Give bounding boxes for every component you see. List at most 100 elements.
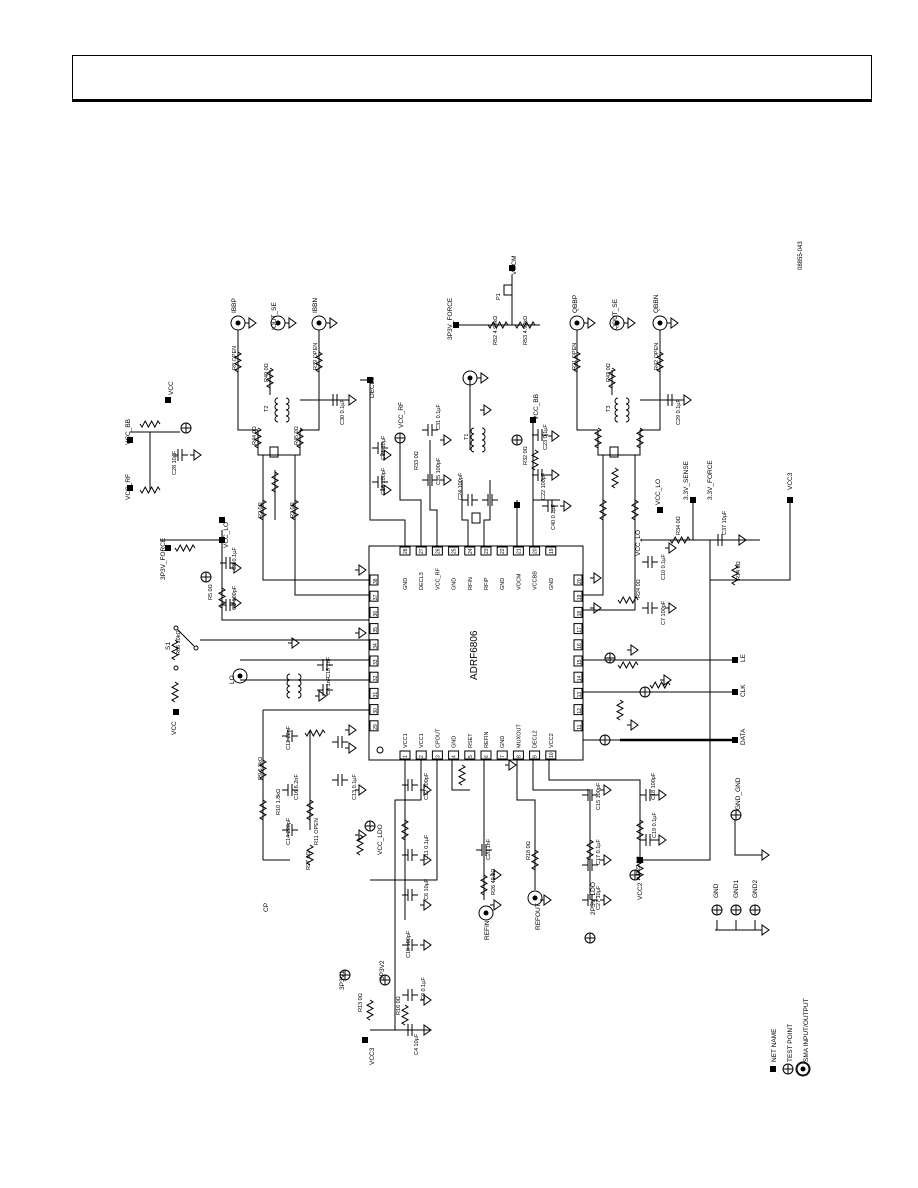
label-c15: C15 100pF [596,782,602,810]
ground-symbol [477,372,489,384]
pin-box [545,750,557,760]
pin-number: 35 [373,627,379,633]
jumper-icon[interactable] [503,284,513,296]
pin-box [464,546,476,556]
net-ibbp: IBBP [231,298,238,313]
label-c31: C31 0.1µF [436,404,442,430]
switch-s1-icon[interactable] [173,625,199,671]
test-point-icon[interactable] [511,434,523,446]
jumper-icon[interactable] [471,512,481,524]
test-point-icon[interactable] [364,820,376,832]
ground-symbol [490,899,502,911]
label-r26: R26 49.9Ω [491,869,497,895]
net-name-marker [453,322,459,328]
sma-connector-icon[interactable] [311,315,327,331]
resistor-symbol [457,764,467,786]
test-point-icon[interactable] [394,432,406,444]
test-point-icon[interactable] [629,869,641,881]
pin-box [573,574,583,586]
capacitor-symbol [332,736,348,748]
sma-connector-icon[interactable] [652,315,668,331]
net-qout-se: QOUT_SE [612,298,619,330]
ground-symbol [355,784,367,796]
resistor-symbol [305,799,315,821]
test-point-icon[interactable] [639,686,651,698]
sma-connector-icon[interactable] [232,668,248,684]
capacitor-symbol [402,1024,418,1036]
net-name-marker [509,265,515,271]
capacitor-symbol [327,394,343,406]
pin-box [369,574,379,586]
pin-number: 20 [533,548,539,554]
ground-symbol [420,899,432,911]
resistor-symbol [617,660,639,670]
label-c21: C21 10µF [381,435,387,460]
capacitor-symbol [422,424,438,436]
net-name-marker [362,1037,368,1043]
resistor-symbol [258,799,268,821]
pin-number: 36 [373,611,379,617]
net-3v3-sense: 3.3V_SENSE [683,460,690,500]
ground-symbol [758,924,770,936]
label-r27: R27 0Ω [306,851,312,870]
pin-box [369,590,379,602]
figure-id: 08855-043 [798,241,804,270]
net-name-marker [127,485,133,491]
resistor-symbol [400,1004,410,1026]
capacitor-symbol [662,394,678,406]
label-r34: R34 0Ω [676,516,682,535]
pin-number: 11 [577,724,583,729]
pin-number: 7 [500,755,506,758]
label-c23: C23 0.1µF [543,424,549,450]
resistor-symbol [530,849,540,871]
test-point-icon[interactable] [584,932,596,944]
test-point-icon[interactable] [180,422,192,434]
label-c37: C37 10µF [722,510,728,535]
pin-name: CPOUT [435,728,441,748]
pin-number: 26 [435,548,441,554]
pin-number: 9 [533,755,539,758]
ground-symbol [600,854,612,866]
net-name-marker [732,657,738,663]
test-point-icon[interactable] [339,969,351,981]
capacitor-symbol [476,844,492,856]
sma-connector-icon[interactable] [230,315,246,331]
net-name-marker [787,497,793,503]
test-point-icon[interactable] [730,904,742,916]
pin-number: 32 [373,675,379,681]
test-point-icon[interactable] [379,974,391,986]
ic-adrf6806: ADRF6806 28GND27DECL326VCC_RF25GND24RFIN… [368,545,584,761]
ground-symbol [245,317,257,329]
pin-name: GND [500,578,506,590]
ground-symbol [440,434,452,446]
resistor-symbol [730,564,740,586]
test-point-icon[interactable] [711,904,723,916]
chip-name: ADRF6806 [469,630,480,680]
pin-name: VCCBB [533,571,539,590]
resistor-symbol [174,543,196,553]
sma-connector-icon[interactable] [527,890,543,906]
net-vcc-ldo: VCC_LDO [377,824,384,855]
ground-symbol [584,317,596,329]
transformer-symbol [470,427,486,453]
jumper-icon[interactable] [609,446,619,458]
pin-box [529,546,541,556]
net-refin: REFIN [484,920,491,940]
label-c27: C27 10µF [596,885,602,910]
test-point-icon[interactable] [749,904,761,916]
label-c3: C3 100pF [232,585,238,610]
pin-number: 17 [577,627,583,633]
pin-box [415,546,427,556]
test-point-icon[interactable] [599,734,611,746]
jumper-icon[interactable] [269,446,279,458]
test-point-icon[interactable] [200,571,212,583]
test-point-icon[interactable] [604,652,616,664]
ground-symbol [540,894,552,906]
sma-connector-icon[interactable] [478,905,494,921]
label-c28: C28 10µF [172,450,178,475]
label-r44: R44 0Ω [252,426,258,445]
sma-connector-icon[interactable] [569,315,585,331]
pin-number: 22 [500,548,506,554]
test-point-icon[interactable] [730,809,742,821]
